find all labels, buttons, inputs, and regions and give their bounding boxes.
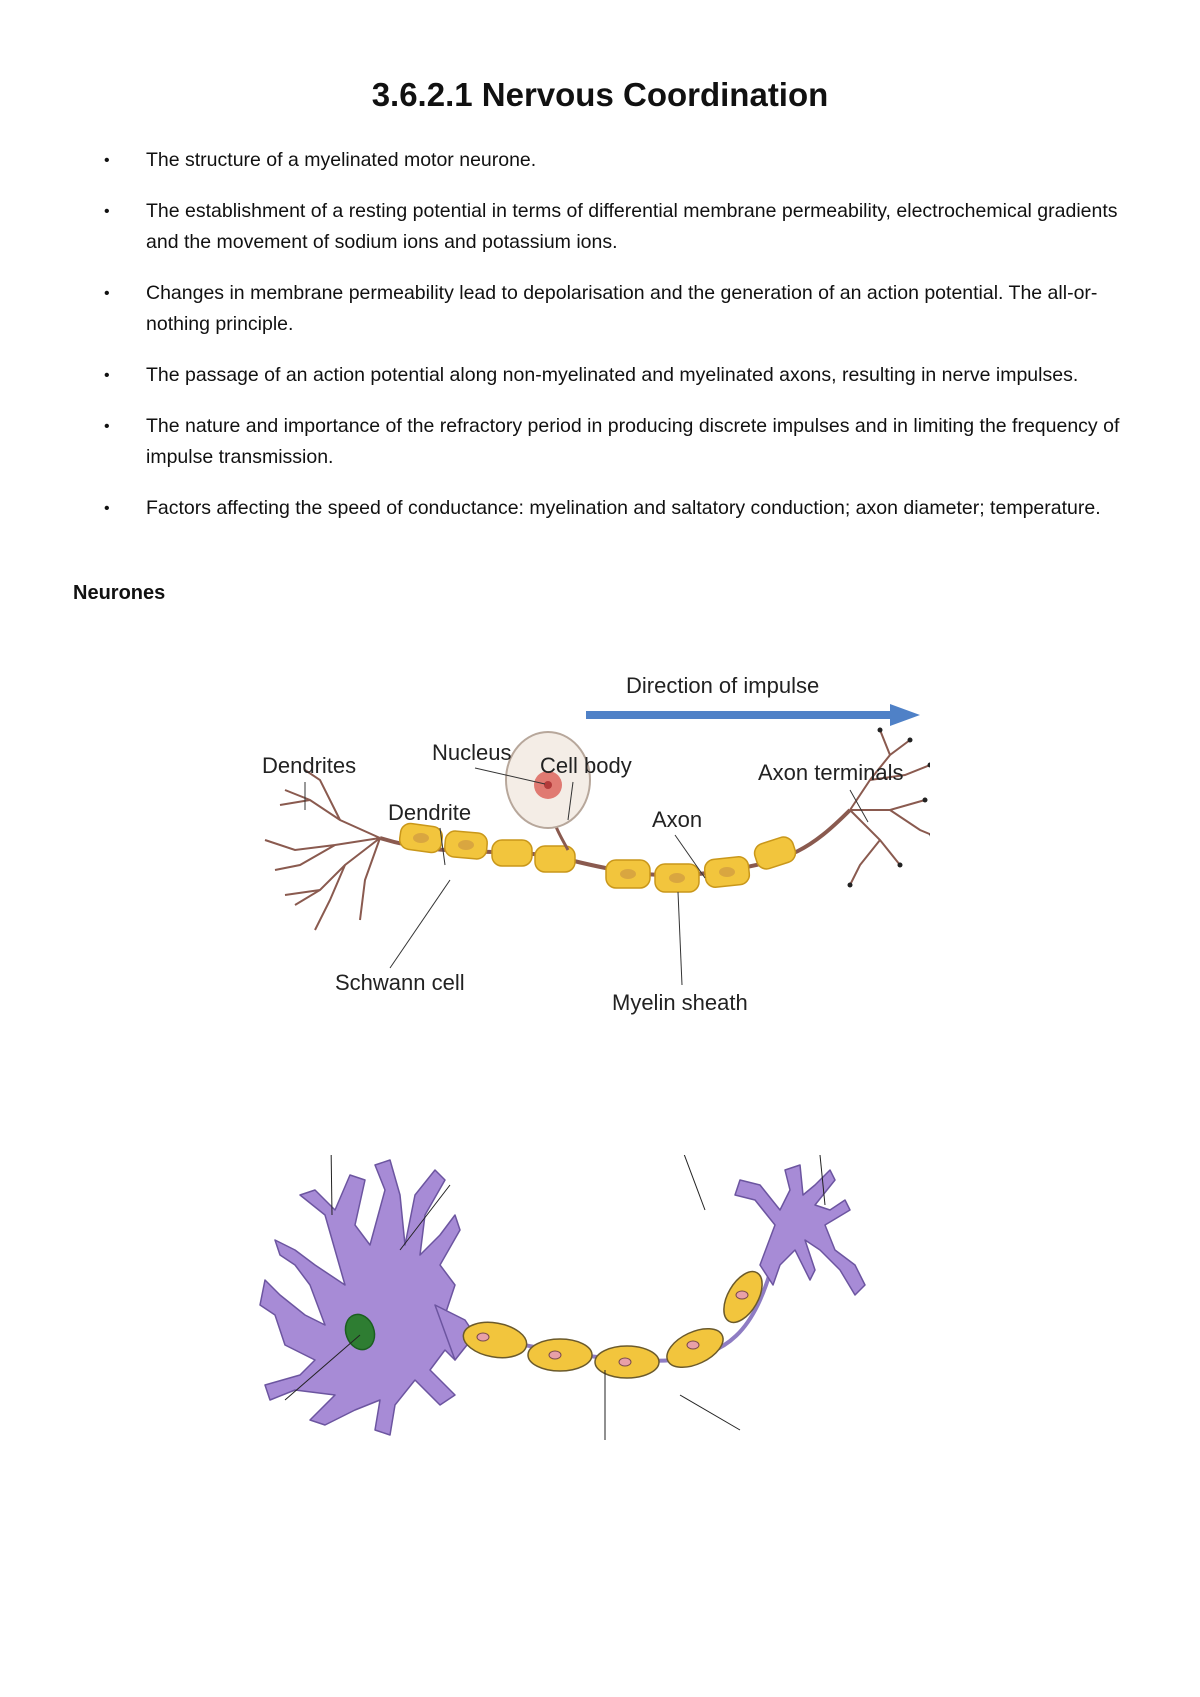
labelled-neurone-diagram: Direction of impulse <box>262 673 930 1015</box>
direction-arrow <box>586 704 920 726</box>
cell-body-and-dendrites <box>259 1159 476 1436</box>
label-myelin-sheath: Myelin sheath <box>612 990 748 1015</box>
schwann-nuclei <box>476 1290 749 1367</box>
leader-line-dendrite <box>439 827 446 866</box>
axon-terminals <box>734 1164 866 1296</box>
list-item-text: The nature and importance of the refract… <box>146 415 1120 468</box>
bullet-glyph: • <box>104 418 110 435</box>
label-dendrites: Dendrites <box>262 753 356 778</box>
bullet-glyph: • <box>104 203 110 220</box>
list-item: • Changes in membrane permeability lead t… <box>100 278 1130 340</box>
blank-label-lines <box>284 1155 826 1440</box>
schwann-nuclei <box>413 833 735 883</box>
direction-label: Direction of impulse <box>626 673 819 698</box>
section-heading: Neurones <box>73 582 166 604</box>
bullet-list: • The structure of a myelinated motor neu… <box>100 145 1130 544</box>
page-title: 3.6.2.1 Nervous Coordination <box>371 76 829 113</box>
list-item-text: The structure of a myelinated motor neur… <box>146 149 537 171</box>
bullet-glyph: • <box>104 500 110 517</box>
label-dendrite: Dendrite <box>388 800 471 825</box>
leader-line-myelin-sheath <box>677 891 683 986</box>
myelin-sheath-cells <box>462 1270 763 1379</box>
label-axon-terminals: Axon terminals <box>758 760 904 785</box>
list-item-text: The passage of an action potential along… <box>146 364 1079 386</box>
bullet-glyph: • <box>104 367 110 384</box>
list-item-text: Factors affecting the speed of conductan… <box>146 497 1101 519</box>
leader-line-schwann-cell <box>389 879 451 969</box>
unlabelled-neurone-diagram <box>259 1155 866 1440</box>
list-item: • The passage of an action potential alon… <box>100 360 1130 391</box>
leader-line-axon <box>674 834 706 879</box>
list-item: • The structure of a myelinated motor neu… <box>100 145 1130 176</box>
label-nucleus: Nucleus <box>432 740 511 765</box>
dendrites-left <box>264 769 381 931</box>
bullet-glyph: • <box>104 285 110 302</box>
label-cell-body: Cell body <box>540 753 632 778</box>
bullet-glyph: • <box>104 152 110 169</box>
list-item: • Factors affecting the speed of conducta… <box>100 493 1130 524</box>
list-item: • The nature and importance of the refrac… <box>100 411 1130 473</box>
leader-line-nucleus <box>474 767 546 785</box>
label-schwann-cell: Schwann cell <box>335 970 465 995</box>
list-item-text: The establishment of a resting potential… <box>146 200 1118 253</box>
myelin-sheath-cells <box>398 822 797 893</box>
axon-terminals <box>849 729 930 886</box>
cell-body <box>505 731 591 851</box>
leader-line-cell-body <box>567 781 574 821</box>
leader-line-axon-terminals <box>849 789 869 823</box>
axon-terminal-knobs <box>847 727 930 888</box>
list-item-text: Changes in membrane permeability lead to… <box>146 282 1098 335</box>
label-axon: Axon <box>652 807 702 832</box>
list-item: • The establishment of a resting potentia… <box>100 196 1130 258</box>
